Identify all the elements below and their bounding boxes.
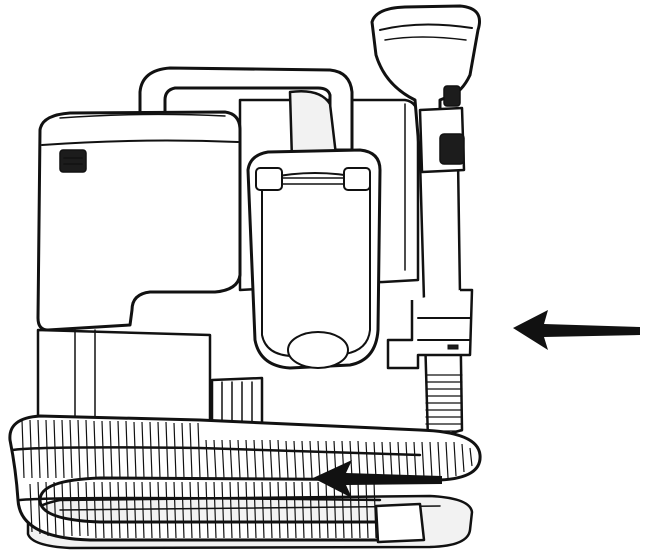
dirty-tank-window — [246, 148, 382, 370]
body-column — [36, 328, 212, 432]
hose-arrow — [313, 460, 442, 498]
water-tank — [36, 110, 242, 332]
coiled-hose — [8, 414, 482, 544]
tool-holder-arrow — [513, 310, 640, 350]
trigger-button — [443, 85, 461, 107]
spray-tool — [370, 4, 481, 174]
tool-holder-clip — [386, 288, 474, 370]
tank-latch — [59, 149, 87, 173]
tool-release-button — [439, 133, 465, 165]
